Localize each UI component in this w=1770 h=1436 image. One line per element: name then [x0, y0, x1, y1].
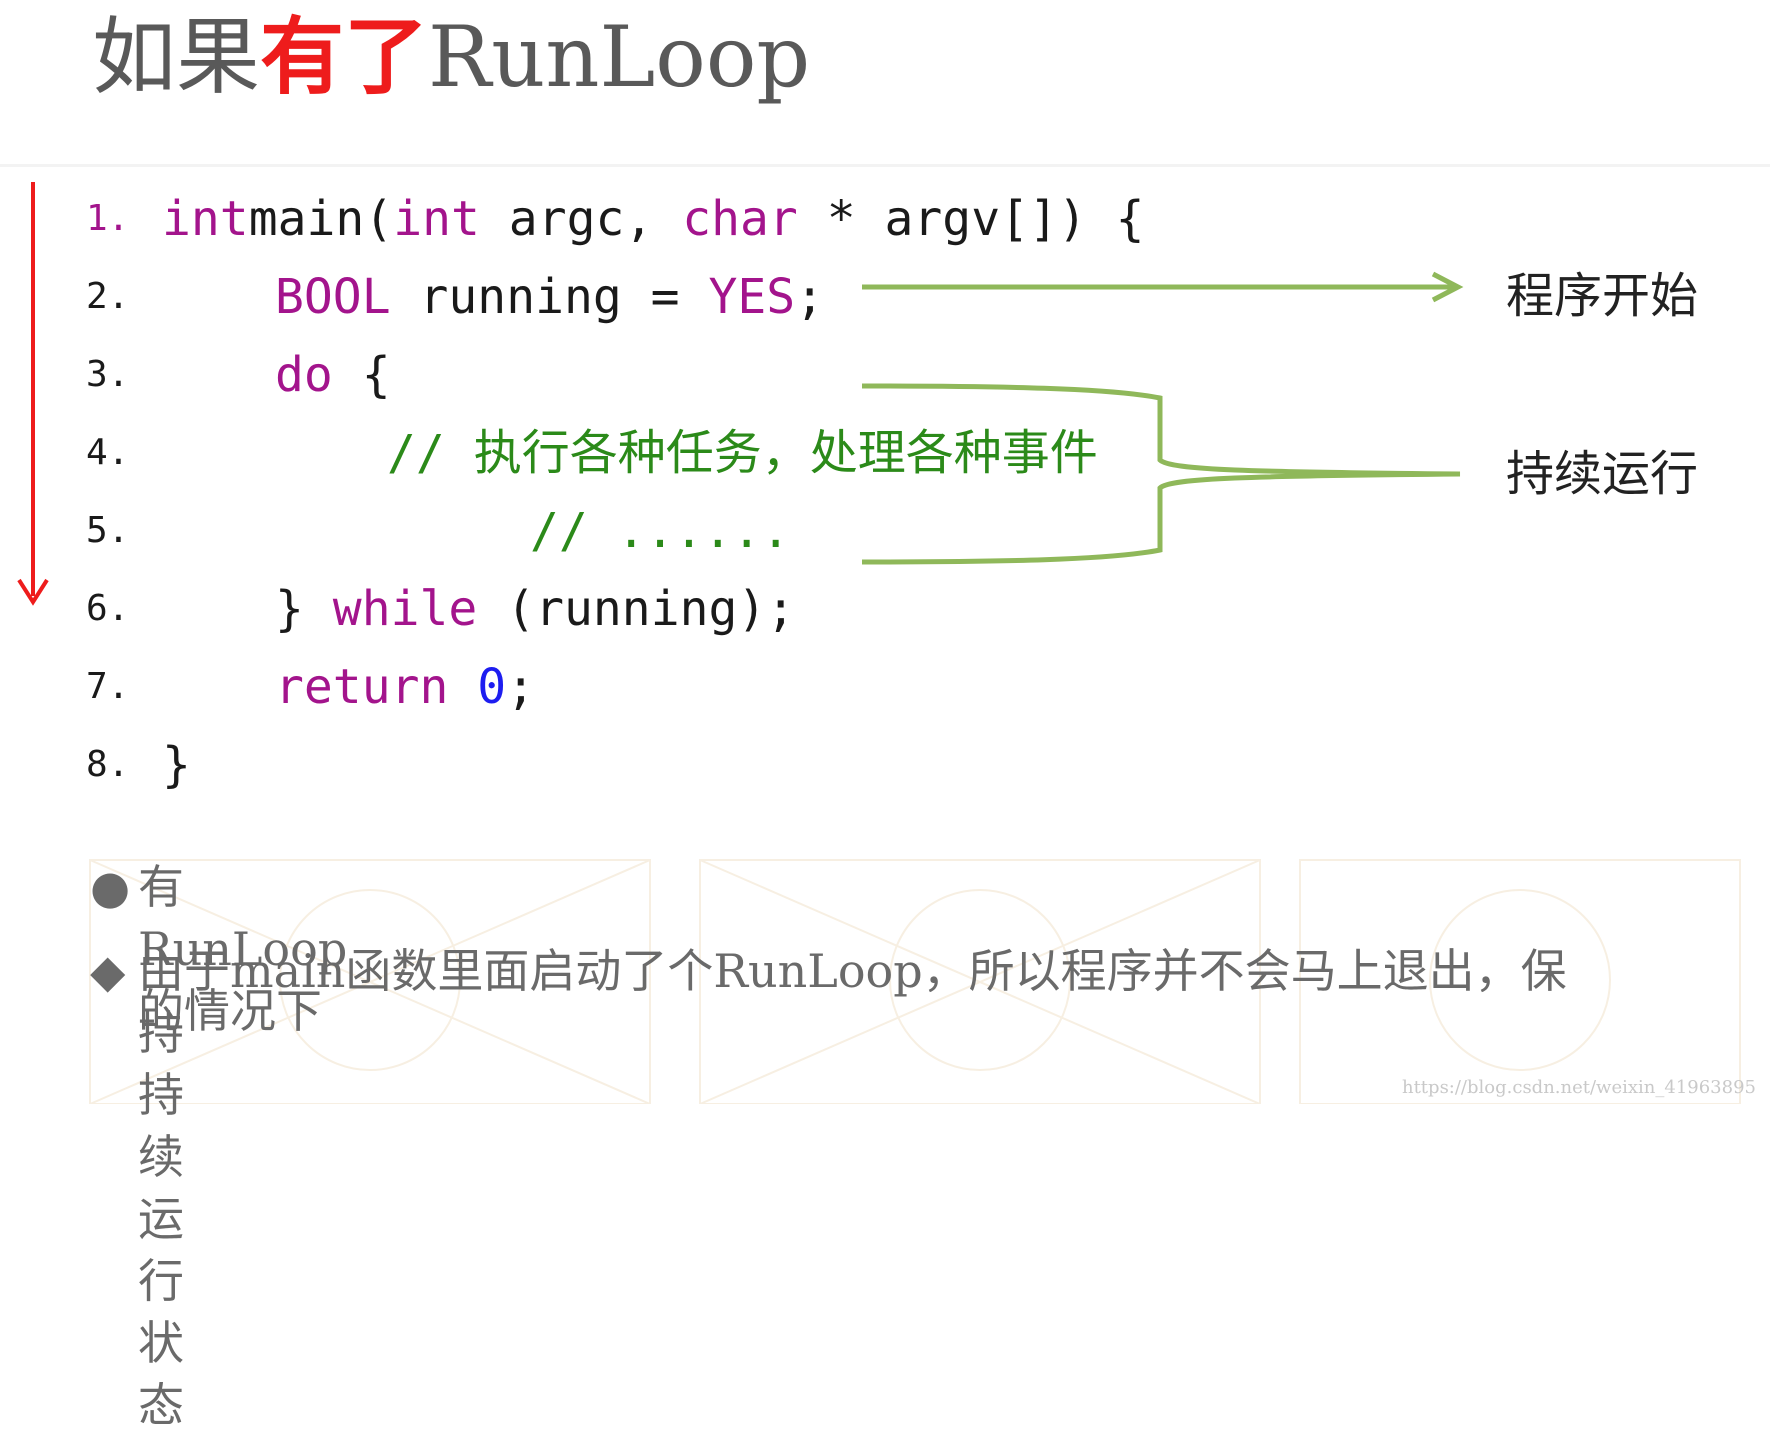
annotation-start: 程序开始 — [1506, 268, 1699, 324]
line-number: 1. — [86, 198, 130, 239]
code-keyword: BOOL — [275, 269, 391, 325]
code-keyword: char — [682, 191, 798, 247]
code-line: 4. // 执行各种任务，处理各种事件 — [0, 414, 1300, 492]
slide-title: 如果有了RunLoop — [92, 2, 810, 112]
line-number: 2. — [86, 276, 130, 317]
diagram-arrows — [17, 182, 1464, 606]
code-line: 8.} — [0, 726, 1300, 804]
code-line: 3. do { — [0, 336, 1300, 414]
bullet-dot-icon: ● — [90, 860, 131, 914]
background-pattern — [89, 859, 1741, 1104]
code-token: (running); — [477, 581, 796, 637]
bullet-1-text: 有RunLoop的情况下 — [138, 860, 348, 1038]
watermark: https://blog.csdn.net/weixin_41963895 — [1401, 1077, 1756, 1098]
line-number: 5. — [86, 510, 130, 551]
code-text: } while (running); — [275, 570, 795, 648]
code-token: argc, — [479, 191, 683, 247]
code-token: } — [275, 581, 333, 637]
code-token: } — [162, 737, 191, 793]
code-text: // 执行各种任务，处理各种事件 — [387, 414, 1098, 492]
code-text: BOOL running = YES; — [275, 258, 824, 336]
code-text: do { — [275, 336, 391, 414]
code-line: 1. intmain(int argc, char * argv[]) { — [0, 180, 1300, 258]
code-line: 2. BOOL running = YES; — [0, 258, 1300, 336]
code-line: 6.} while (running); — [0, 570, 1300, 648]
line-number: 7. — [86, 666, 130, 707]
bullet-2-text-line1: 由于main函数里面启动了个RunLoop，所以程序并不会马上退出，保 — [138, 944, 1567, 998]
code-token: main( — [248, 191, 394, 247]
line-number: 8. — [86, 744, 130, 785]
code-token: { — [332, 347, 391, 403]
code-keyword: do — [275, 347, 333, 403]
code-text: } — [162, 726, 191, 804]
code-keyword: return — [275, 659, 449, 715]
title-part2: RunLoop — [428, 8, 811, 106]
code-text: intmain(int argc, char * argv[]) { — [162, 180, 1145, 258]
start-arrow-head — [1431, 271, 1464, 303]
code-number: 0 — [477, 659, 507, 715]
code-line: 5. // ...... — [0, 492, 1300, 570]
bullet-diamond-icon: ◆ — [90, 944, 126, 998]
title-part1: 如果 — [92, 8, 261, 106]
line-number: 3. — [86, 354, 130, 395]
flow-arrow-head — [17, 578, 49, 606]
code-token: * argv[]) { — [797, 191, 1145, 247]
code-token: running = — [390, 269, 709, 325]
title-highlight: 有了 — [260, 7, 429, 106]
line-number: 4. — [86, 432, 130, 473]
line-number: 6. — [86, 588, 130, 629]
code-line: 7. return 0; — [0, 648, 1300, 726]
bullet-2-text-line2: 持持续运行状态 — [138, 1006, 184, 1432]
code-token: ; — [506, 659, 536, 715]
code-keyword: int — [393, 191, 480, 247]
code-comment: // ...... — [530, 503, 791, 559]
code-text: return 0; — [275, 648, 535, 726]
code-comment: // 执行各种任务，处理各种事件 — [387, 425, 1098, 481]
code-keyword: while — [332, 581, 478, 637]
loop-brace — [861, 383, 1461, 565]
code-text: // ...... — [530, 492, 790, 570]
annotation-running: 持续运行 — [1506, 446, 1699, 502]
title-divider — [0, 164, 1770, 167]
code-keyword: YES — [708, 269, 796, 325]
code-token: ; — [795, 269, 825, 325]
code-keyword: int — [162, 191, 249, 247]
